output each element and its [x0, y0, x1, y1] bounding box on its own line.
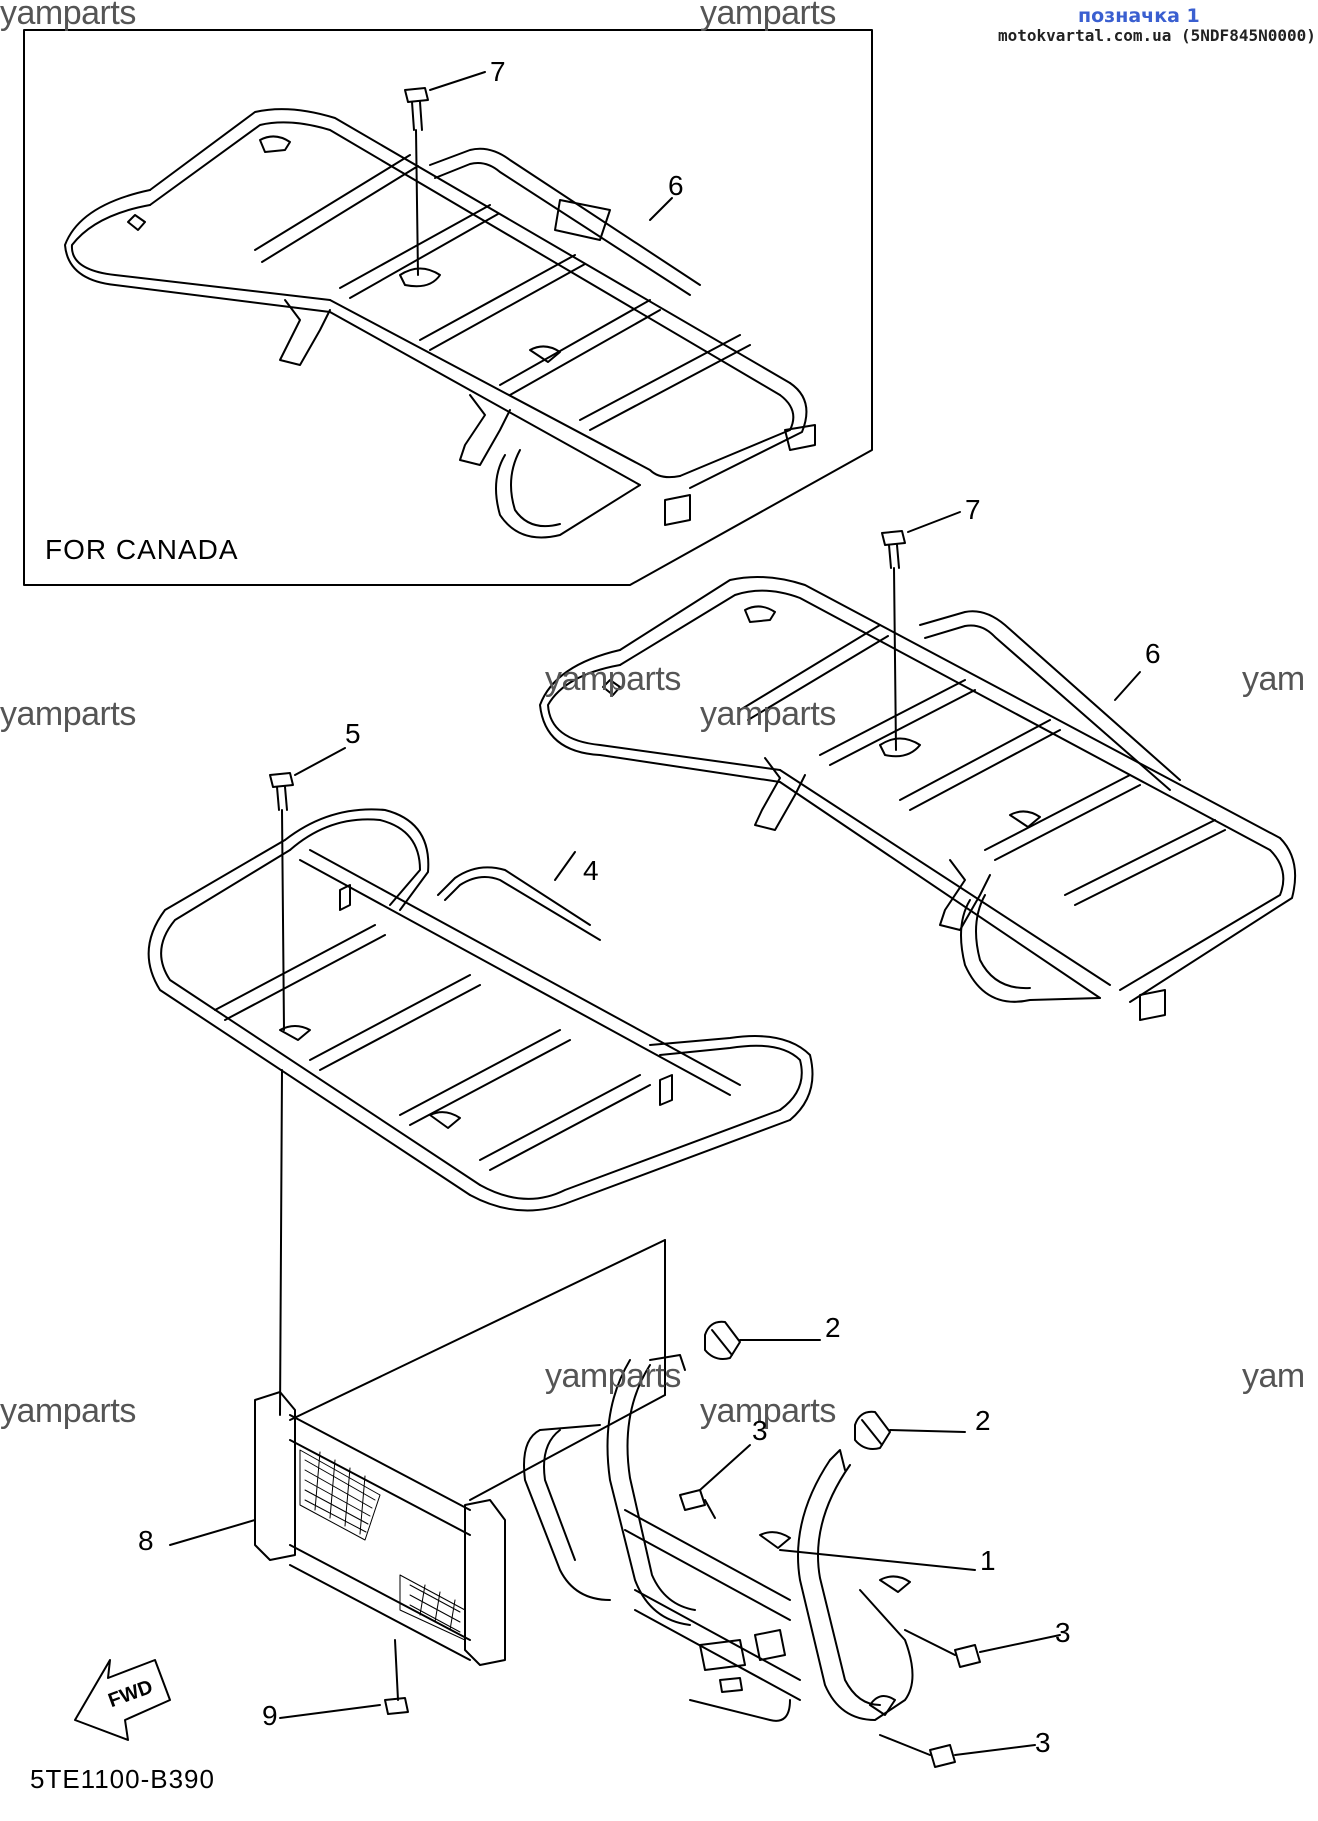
bushing-2-upper	[704, 1320, 821, 1360]
bolt-3-lower	[879, 1734, 1036, 1768]
bolt-3-upper	[679, 1444, 751, 1519]
watermark: yamparts	[0, 0, 136, 32]
callout-6-rear: 6	[1145, 638, 1161, 669]
watermark: yam	[1242, 1357, 1305, 1395]
callout-2-lower: 2	[975, 1405, 991, 1436]
callout-4: 4	[583, 855, 599, 886]
header-source: motokvartal.com.ua (5NDF845N0000)	[998, 26, 1316, 45]
watermark: yamparts	[545, 660, 681, 698]
inset-bolt-7	[404, 71, 486, 276]
callout-7-rear: 7	[965, 494, 981, 525]
callout-9: 9	[262, 1700, 278, 1731]
callout-3-lower: 3	[1035, 1727, 1051, 1758]
watermark: yam	[1242, 660, 1305, 698]
inset-label: FOR CANADA	[45, 534, 239, 565]
callout-5: 5	[345, 718, 361, 749]
callout-3-mid: 3	[1055, 1617, 1071, 1648]
rear-carrier-rack	[539, 576, 1297, 1021]
watermark: yamparts	[0, 1392, 136, 1430]
watermark: yamparts	[700, 1392, 836, 1430]
callout-8: 8	[138, 1525, 154, 1556]
front-bolt-5	[269, 747, 346, 1416]
grille-guard	[169, 1239, 666, 1666]
callout-2-upper: 2	[825, 1312, 841, 1343]
fwd-arrow	[74, 1659, 171, 1741]
inset-frame	[23, 29, 873, 586]
callout-6-inset: 6	[668, 170, 684, 201]
bolt-9	[279, 1639, 409, 1719]
grille-mesh	[304, 1451, 461, 1633]
callout-1: 1	[980, 1545, 996, 1576]
callout-3-upper: 3	[752, 1415, 768, 1446]
bushing-2-lower	[854, 1410, 966, 1450]
watermark: yamparts	[0, 695, 136, 733]
callout-7-inset: 7	[490, 56, 506, 87]
header-link[interactable]: позначка 1	[1078, 5, 1200, 27]
front-carrier-rack	[147, 808, 814, 1212]
watermark: yamparts	[700, 0, 836, 32]
bolt-3-mid	[904, 1629, 1061, 1668]
watermark: yamparts	[545, 1357, 681, 1395]
front-bumper	[523, 1354, 976, 1722]
inset-carrier-rack	[64, 108, 816, 539]
diagram-code: 5TE1100-B390	[30, 1764, 215, 1794]
rear-bolt-7	[881, 511, 961, 751]
watermark: yamparts	[700, 695, 836, 733]
